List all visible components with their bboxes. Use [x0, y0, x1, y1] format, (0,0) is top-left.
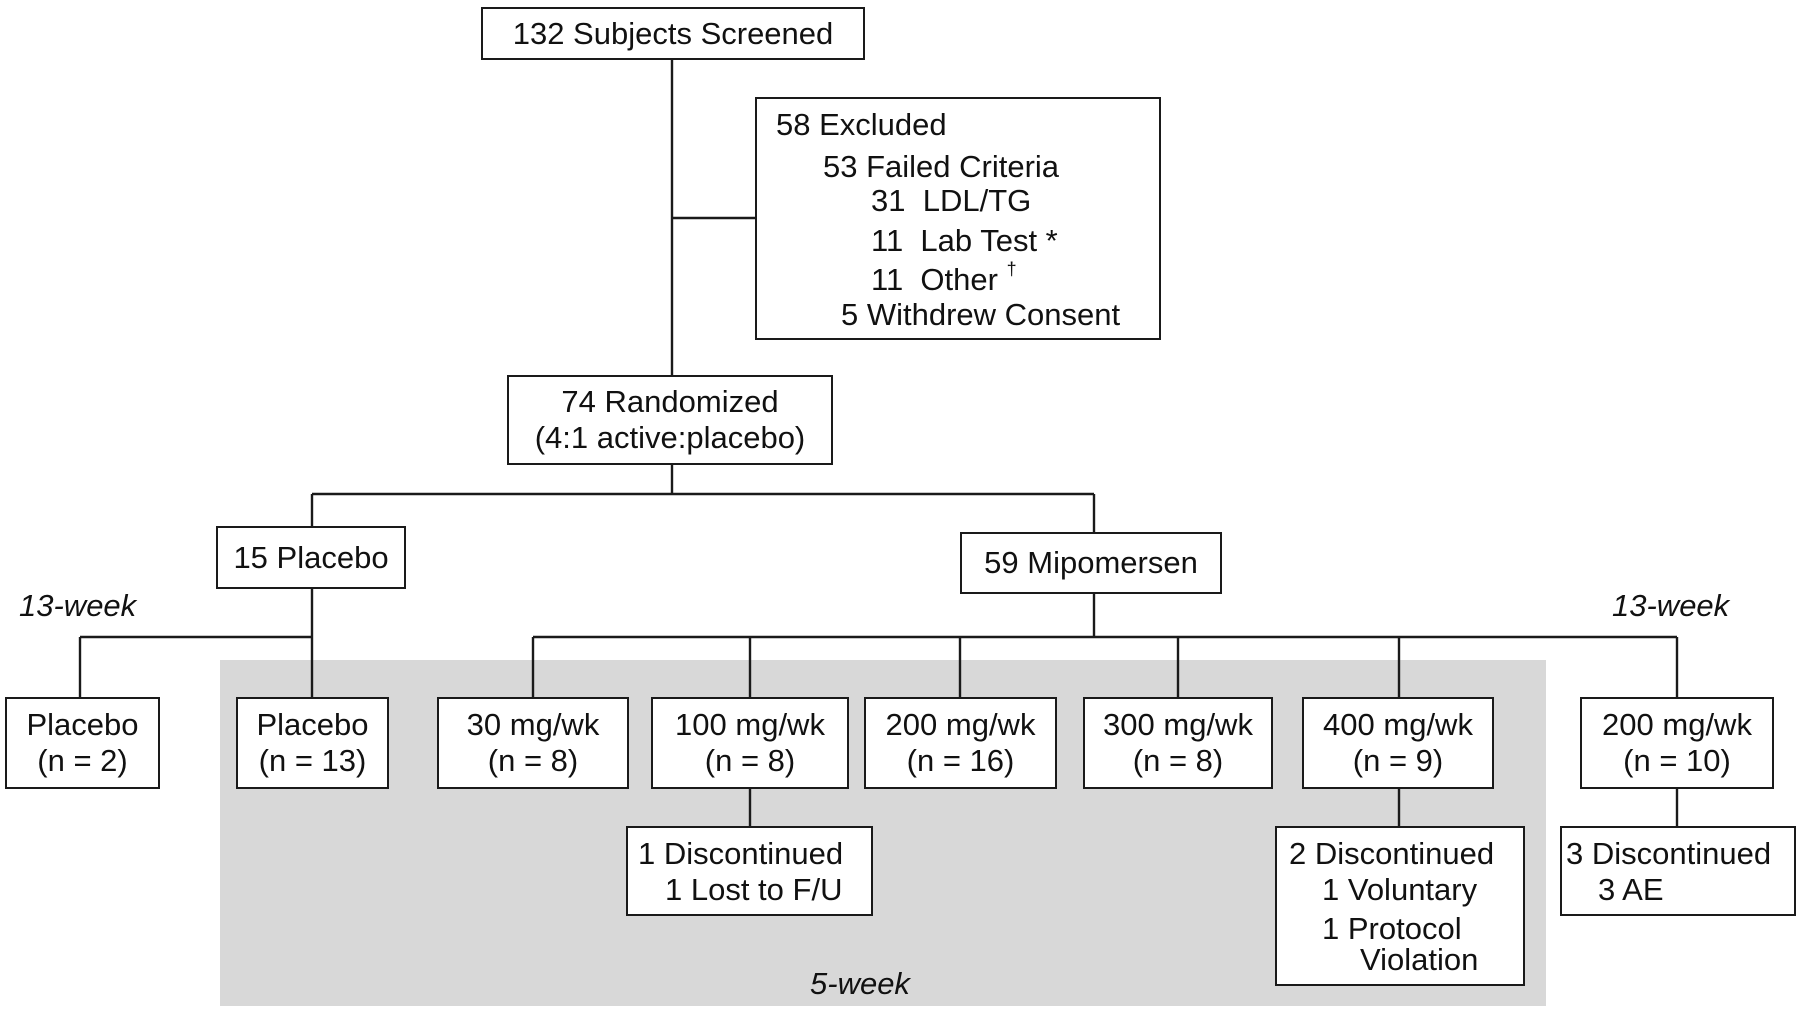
randomized-ratio: (4:1 active:placebo): [534, 420, 806, 455]
reason-lab-test-label: Lab Test: [920, 223, 1038, 258]
arm-count: (n = 9): [1352, 743, 1444, 778]
arm-200mg: 200 mg/wk (n = 16): [864, 697, 1057, 789]
arm-count: (n = 8): [704, 743, 796, 778]
period-label-5-week: 5-week: [810, 966, 910, 1001]
outcome-reason: 3 AE: [1598, 872, 1664, 907]
outcome-400mg-box: 2 Discontinued 1 Voluntary 1 Protocol Vi…: [1275, 826, 1525, 986]
mipomersen-group-box: 59 Mipomersen: [960, 532, 1222, 594]
reason-other-count: 11: [871, 262, 904, 297]
outcome-discontinued: 3 Discontinued: [1566, 836, 1772, 871]
reason-other: 11 Other †: [871, 258, 1017, 298]
outcome-reason-cont: Violation: [1360, 942, 1479, 977]
arm-count: (n = 2): [37, 743, 128, 778]
outcome-100mg-box: 1 Discontinued 1 Lost to F/U: [626, 826, 873, 916]
reason-lab-test-mark: *: [1037, 223, 1058, 258]
arm-label: 400 mg/wk: [1323, 707, 1473, 742]
outcome-200mg-13wk-box: 3 Discontinued 3 AE: [1560, 826, 1796, 916]
arm-label: 300 mg/wk: [1103, 707, 1253, 742]
arm-label: 100 mg/wk: [675, 707, 825, 742]
withdrew-consent: 5 Withdrew Consent: [841, 297, 1121, 332]
reason-lab-test: 11 Lab Test *: [871, 223, 1058, 259]
arm-count: (n = 13): [258, 743, 367, 778]
arm-label: Placebo: [256, 707, 369, 742]
outcome-reason: 1 Voluntary: [1322, 872, 1478, 907]
mipomersen-group-text: 59 Mipomersen: [984, 545, 1198, 580]
arm-300mg: 300 mg/wk (n = 8): [1083, 697, 1273, 789]
failed-criteria: 53 Failed Criteria: [823, 149, 1060, 184]
placebo-group-text: 15 Placebo: [233, 539, 389, 575]
screened-box: 132 Subjects Screened: [481, 7, 865, 60]
arm-200mg-13wk: 200 mg/wk (n = 10): [1580, 697, 1774, 789]
reason-lab-test-count: 11: [871, 223, 904, 258]
randomized-box: 74 Randomized (4:1 active:placebo): [507, 375, 833, 465]
period-label-13-week-left: 13-week: [19, 588, 137, 623]
arm-label: 200 mg/wk: [1602, 707, 1752, 742]
outcome-discontinued: 1 Discontinued: [638, 836, 844, 871]
reason-ldl-tg: 31 LDL/TG: [871, 183, 1031, 219]
arm-label: 200 mg/wk: [885, 707, 1036, 742]
period-label-13-week-right: 13-week: [1612, 588, 1730, 623]
arm-400mg: 400 mg/wk (n = 9): [1302, 697, 1494, 789]
arm-placebo-5wk: Placebo (n = 13): [236, 697, 389, 789]
reason-other-mark: †: [1006, 258, 1017, 279]
placebo-group-box: 15 Placebo: [216, 526, 406, 589]
arm-label: 30 mg/wk: [466, 707, 600, 742]
arm-label: Placebo: [26, 707, 139, 742]
arm-placebo-13wk: Placebo (n = 2): [5, 697, 160, 789]
reason-ldl-tg-count: 31: [871, 183, 906, 218]
randomized-title: 74 Randomized: [561, 384, 779, 419]
excluded-title: 58 Excluded: [776, 107, 947, 142]
screened-text: 132 Subjects Screened: [512, 15, 834, 51]
arm-count: (n = 8): [487, 743, 579, 778]
outcome-reason: 1 Protocol: [1322, 911, 1462, 946]
reason-ldl-tg-label: LDL/TG: [922, 183, 1032, 218]
arm-count: (n = 8): [1132, 743, 1224, 778]
arm-100mg: 100 mg/wk (n = 8): [651, 697, 849, 789]
arm-count: (n = 16): [906, 743, 1015, 778]
arm-count: (n = 10): [1623, 743, 1731, 778]
excluded-box: 58 Excluded 53 Failed Criteria 31 LDL/TG…: [755, 97, 1161, 340]
arm-30mg: 30 mg/wk (n = 8): [437, 697, 629, 789]
outcome-discontinued: 2 Discontinued: [1289, 836, 1495, 871]
reason-other-label: Other: [920, 262, 998, 297]
outcome-reason: 1 Lost to F/U: [665, 872, 843, 907]
